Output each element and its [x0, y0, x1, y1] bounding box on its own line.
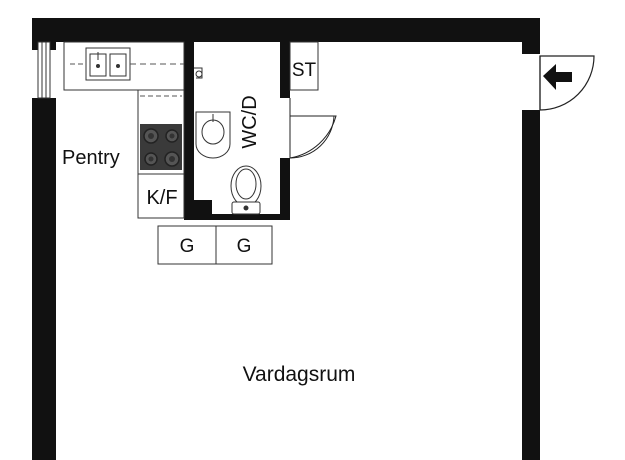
wardrobe-label: G [237, 236, 252, 257]
washbasin-icon [195, 111, 231, 159]
door-swing-icon [539, 55, 595, 111]
wardrobe-label: G [180, 236, 195, 257]
wardrobe [215, 225, 273, 265]
living-room-label: Vardagsrum [243, 363, 356, 386]
window-icon [37, 41, 51, 99]
outer-walls [32, 18, 540, 460]
bathroom-label: WC/D [239, 95, 261, 148]
interior-walls [184, 40, 290, 220]
bathroom-right-wall-top [280, 40, 290, 98]
entrance-door [539, 55, 595, 111]
bathroom-door-swing-icon [289, 98, 337, 159]
bathroom-bottom-wall [184, 214, 290, 220]
left-wall [32, 98, 56, 460]
storage-label: ST [292, 60, 317, 81]
wardrobes: G G [157, 225, 273, 265]
wardrobe [157, 225, 217, 265]
storage-closet [289, 41, 319, 91]
entrance-arrow-icon [543, 64, 572, 90]
fridge-freezer-label: K/F [146, 187, 177, 209]
bathroom-right-wall-bottom [280, 158, 290, 220]
toilet-icon [230, 165, 262, 215]
counter-column [137, 89, 185, 219]
sink-icon [85, 47, 131, 81]
bathroom-left-wall [184, 40, 194, 220]
top-wall [32, 18, 540, 42]
stove-icon [140, 124, 182, 170]
kitchen-counter [63, 41, 185, 91]
right-wall [522, 110, 540, 460]
kitchenette-label: Pentry [62, 147, 120, 169]
right-wall-top [522, 18, 540, 54]
faucet-icon [194, 67, 203, 79]
